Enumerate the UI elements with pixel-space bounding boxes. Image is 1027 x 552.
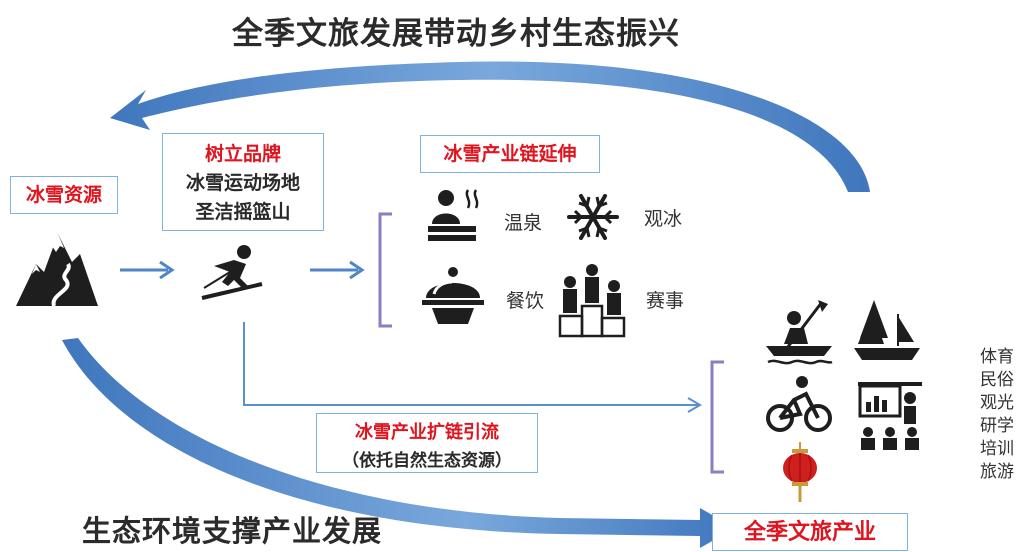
- industry-box: 全季文旅产业: [712, 513, 908, 551]
- chain-bracket: [378, 212, 392, 328]
- diversion-arrow: [243, 322, 702, 413]
- chain-item-hot-spring: 温泉: [504, 212, 543, 234]
- industry-list-item: 体育: [980, 347, 1014, 367]
- skier-icon: [201, 245, 263, 300]
- industry-list-item: 旅游: [980, 462, 1014, 482]
- brand-box: 树立品牌 冰雪运动场地 圣洁摇篮山: [162, 133, 324, 231]
- industry-list-item: 民俗: [980, 370, 1014, 390]
- bottom-title: 生态环境支撑产业发展: [82, 514, 383, 548]
- bottom-curved-arrow: [62, 338, 735, 548]
- brand-line-2: 圣洁摇篮山: [195, 201, 291, 223]
- podium-icon: [558, 264, 626, 338]
- mountain-icon: [16, 234, 98, 307]
- chain-item-competition: 赛事: [646, 290, 685, 312]
- hot-spring-icon: [428, 189, 479, 241]
- chain-item-ice-viewing: 观冰: [644, 208, 683, 230]
- industry-list: 体育 民俗 观光 研学 培训 旅游: [980, 346, 1014, 484]
- chain-extend-box: 冰雪产业链延伸: [420, 135, 600, 173]
- flow-arrow-1: [120, 260, 175, 280]
- diversion-box: 冰雪产业扩链引流 （依托自然生态资源）: [316, 413, 538, 473]
- kayak-icon: [766, 300, 833, 365]
- diversion-subtitle: （依托自然生态资源）: [342, 451, 512, 471]
- snowflake-icon: [567, 194, 619, 240]
- top-title: 全季文旅发展带动乡村生态振兴: [232, 16, 680, 52]
- lake-scenery-icon: [854, 300, 920, 360]
- snow-resource-box: 冰雪资源: [10, 176, 118, 214]
- flow-arrow-2: [310, 260, 365, 280]
- lantern-icon: [783, 442, 817, 502]
- chain-item-dining: 餐饮: [506, 290, 545, 312]
- top-curved-arrow: [110, 61, 870, 192]
- industry-list-item: 研学: [980, 416, 1014, 436]
- industry-list-item: 培训: [980, 439, 1014, 459]
- dining-icon: [422, 267, 484, 324]
- training-icon: [858, 382, 922, 450]
- brand-title: 树立品牌: [204, 143, 281, 165]
- industry-list-item: 观光: [980, 393, 1014, 413]
- diversion-title: 冰雪产业扩链引流: [355, 422, 499, 443]
- cycling-icon: [766, 376, 832, 432]
- industry-bracket: [710, 360, 724, 474]
- brand-line-1: 冰雪运动场地: [185, 172, 300, 194]
